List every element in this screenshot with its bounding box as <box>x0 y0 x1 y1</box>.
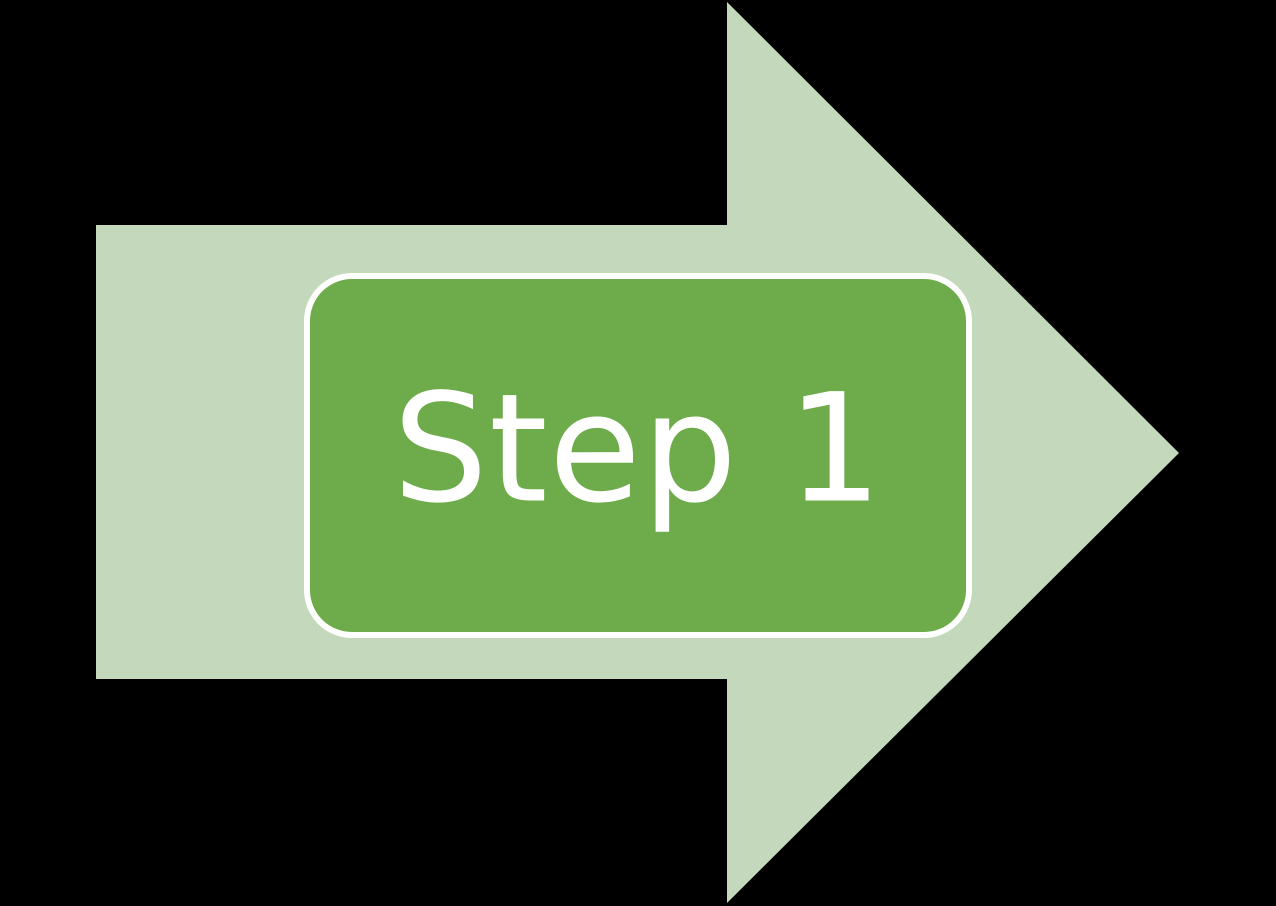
step-badge <box>304 273 972 638</box>
step-label: Step 1 <box>393 363 884 537</box>
